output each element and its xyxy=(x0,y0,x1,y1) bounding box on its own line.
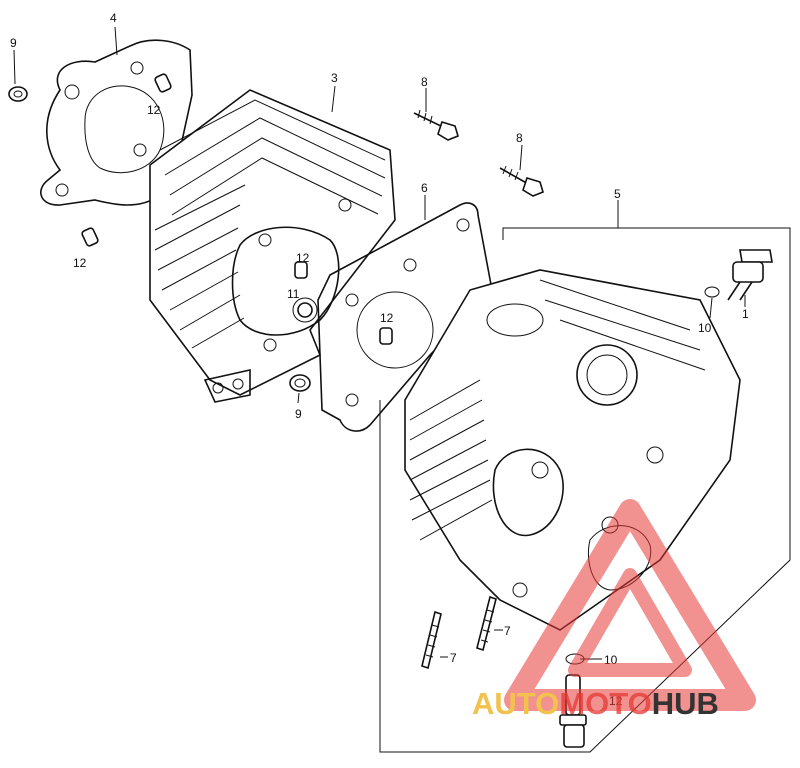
callout-12-b: 12 xyxy=(73,256,87,270)
callout-4: 4 xyxy=(110,11,117,25)
callout-8-a: 8 xyxy=(421,75,428,89)
stud-7-b xyxy=(476,595,497,652)
callout-10-a: 10 xyxy=(698,321,712,335)
callout-12-c: 12 xyxy=(296,251,310,265)
dowel-pin-12-b xyxy=(81,227,99,247)
callout-11: 11 xyxy=(287,287,300,301)
callout-7-b: 7 xyxy=(504,624,511,638)
callout-5: 5 xyxy=(614,187,621,201)
cylinder-head-assembly xyxy=(379,227,791,753)
callout-9-a: 9 xyxy=(10,36,17,50)
bolt-8-a xyxy=(413,109,459,141)
watermark-text-moto: MOTO xyxy=(559,686,652,721)
callout-1: 1 xyxy=(742,307,749,321)
callout-7-a: 7 xyxy=(450,651,457,665)
washer-9-middle xyxy=(289,374,311,392)
callout-3: 3 xyxy=(331,71,338,85)
cylinder-base-gasket xyxy=(40,39,193,206)
callout-9-b: 9 xyxy=(295,407,302,421)
dowel-pin-12-a xyxy=(154,73,172,93)
watermark-text: AUTOMOTOHUB xyxy=(472,686,719,722)
callout-6: 6 xyxy=(421,181,428,195)
callout-12-a: 12 xyxy=(147,103,161,117)
watermark-text-auto: AUTO xyxy=(472,686,560,721)
watermark-text-hub: HUB xyxy=(651,686,719,721)
cylinder-head-gasket xyxy=(317,202,493,432)
callout-12-d: 12 xyxy=(380,311,394,325)
part-1-stud xyxy=(727,249,773,301)
bolt-8-b xyxy=(499,165,544,197)
stud-7-a xyxy=(421,610,442,670)
callout-8-b: 8 xyxy=(516,131,523,145)
cylinder-block xyxy=(149,89,396,403)
leader-lines xyxy=(13,26,746,660)
o-ring-10-top xyxy=(704,286,720,298)
callout-10-b: 10 xyxy=(604,653,618,667)
washer-9-top xyxy=(8,86,28,102)
